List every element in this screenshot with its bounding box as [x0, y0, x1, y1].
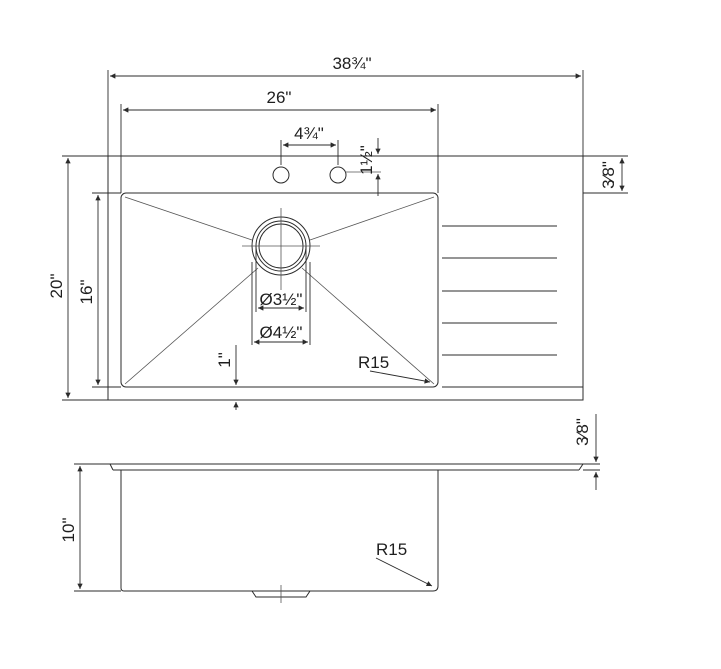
corner-radius-leader-top	[369, 370, 431, 384]
bowl-slope-line	[124, 196, 253, 241]
bowl-slope-line	[124, 267, 259, 385]
bowl-profile	[120, 470, 439, 592]
overall-width-label: 38¾"	[332, 54, 371, 73]
corner-radius-label-top: R15	[358, 353, 389, 372]
faucet-offset-label: 1½"	[357, 145, 376, 175]
bottom-gap-label: 1"	[215, 352, 234, 368]
overall-depth-label: 20"	[47, 274, 66, 299]
side-view: 3⁄8" 10" R15	[59, 414, 600, 603]
bowl-slope-line	[301, 267, 435, 385]
deck-offset-label: 3⁄8"	[599, 161, 618, 189]
faucet-hole-left	[272, 166, 290, 184]
bowl-outline	[120, 192, 439, 388]
drain-outer-label: Ø4½"	[260, 323, 303, 342]
bowl-depth-label: 16"	[77, 280, 96, 305]
bowl-height-label: 10"	[59, 518, 78, 543]
sink-deck-outline	[107, 155, 584, 401]
top-view: 38¾" 26" 4¾" 1½" 3⁄8" 20" 16"	[47, 54, 628, 410]
flange-thickness-label: 3⁄8"	[573, 418, 592, 446]
faucet-spacing-label: 4¾"	[294, 124, 324, 143]
bowl-slope-line	[309, 196, 435, 241]
corner-radius-leader-side	[375, 557, 433, 587]
corner-radius-label-side: R15	[376, 540, 407, 559]
drain-inner-label: Ø3½"	[260, 290, 303, 309]
bowl-width-label: 26"	[267, 88, 292, 107]
faucet-hole-right	[329, 166, 347, 184]
